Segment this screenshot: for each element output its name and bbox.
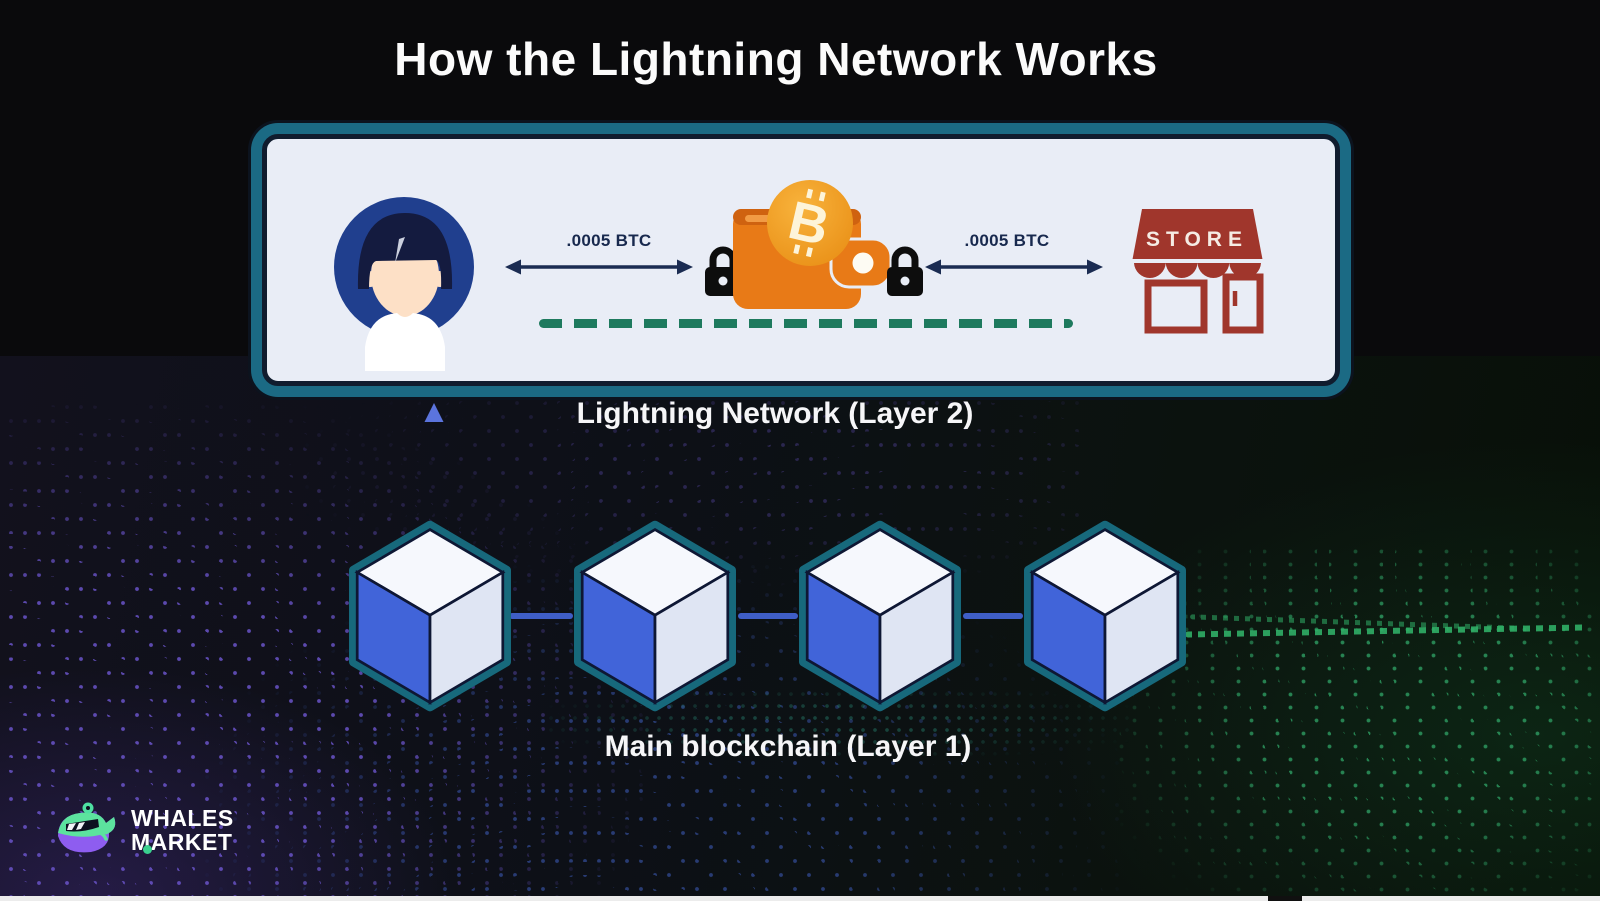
layer2-label: Lightning Network (Layer 2) [576,397,974,430]
logo-accent-dot [143,845,152,854]
block-connector-2 [738,613,798,619]
block-connector-1 [509,613,573,619]
lock-icon-right [887,246,923,296]
block-connector-3 [963,613,1023,619]
block-cube-4 [1024,520,1186,712]
background-dot-wave-green-right [1115,545,1600,901]
logo-text: WHALES MARKET [131,806,234,854]
logo-line1: WHALES [131,805,234,831]
block-cube-1 [349,520,511,712]
block-cube-3 [799,520,961,712]
user-avatar [334,197,474,371]
layer1-label: Main blockchain (Layer 1) [604,730,972,763]
store-sign: STORE [1146,228,1248,251]
amount-label-left: .0005 BTC [566,231,652,250]
amount-label-right: .0005 BTC [964,231,1050,250]
whale-icon [58,802,116,853]
bottom-edge-strip [0,896,1600,901]
store-icon: STORE [1132,209,1264,334]
page-title: How the Lightning Network Works [394,33,1158,85]
bottom-edge-strip-gap [1268,896,1302,901]
block-cube-2 [574,520,736,712]
payment-arrow-left [505,259,693,275]
payment-arrow-right [925,259,1103,275]
anchor-arrow [424,403,444,522]
lock-icon-left [705,246,741,296]
wallet-clasp [852,252,874,274]
bitcoin-coin-icon: B [767,180,853,266]
lightning-network-panel: .0005 BTC [262,134,1340,386]
payment-channel-dashed-line [539,319,1073,328]
bitcoin-wallet-icon: B [733,180,893,309]
